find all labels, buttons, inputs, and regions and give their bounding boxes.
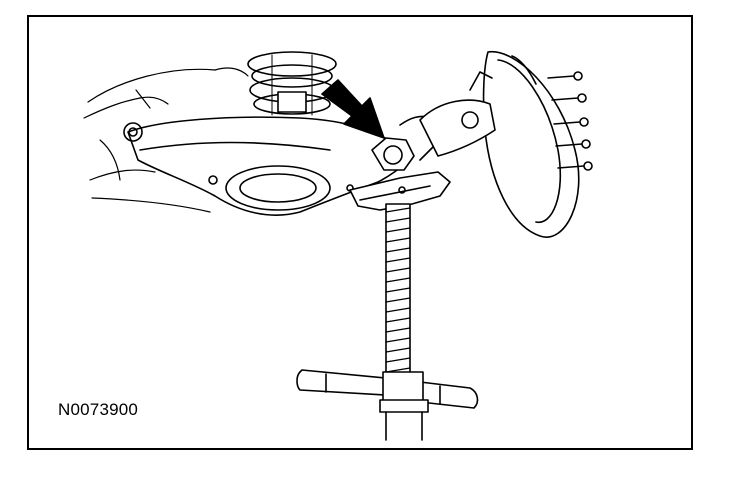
coil-spring — [247, 51, 337, 116]
wheel-stud-icon — [547, 71, 593, 171]
t-handle — [296, 369, 479, 441]
steering-knuckle — [419, 71, 496, 157]
chassis-outline — [83, 67, 249, 213]
figure-id-label: N0073900 — [58, 400, 139, 419]
lower-control-arm — [123, 116, 411, 216]
threaded-screw — [385, 203, 411, 385]
separator-tool-jaw — [349, 171, 451, 211]
arrow-icon — [321, 79, 385, 139]
hub-rotor — [482, 51, 593, 238]
